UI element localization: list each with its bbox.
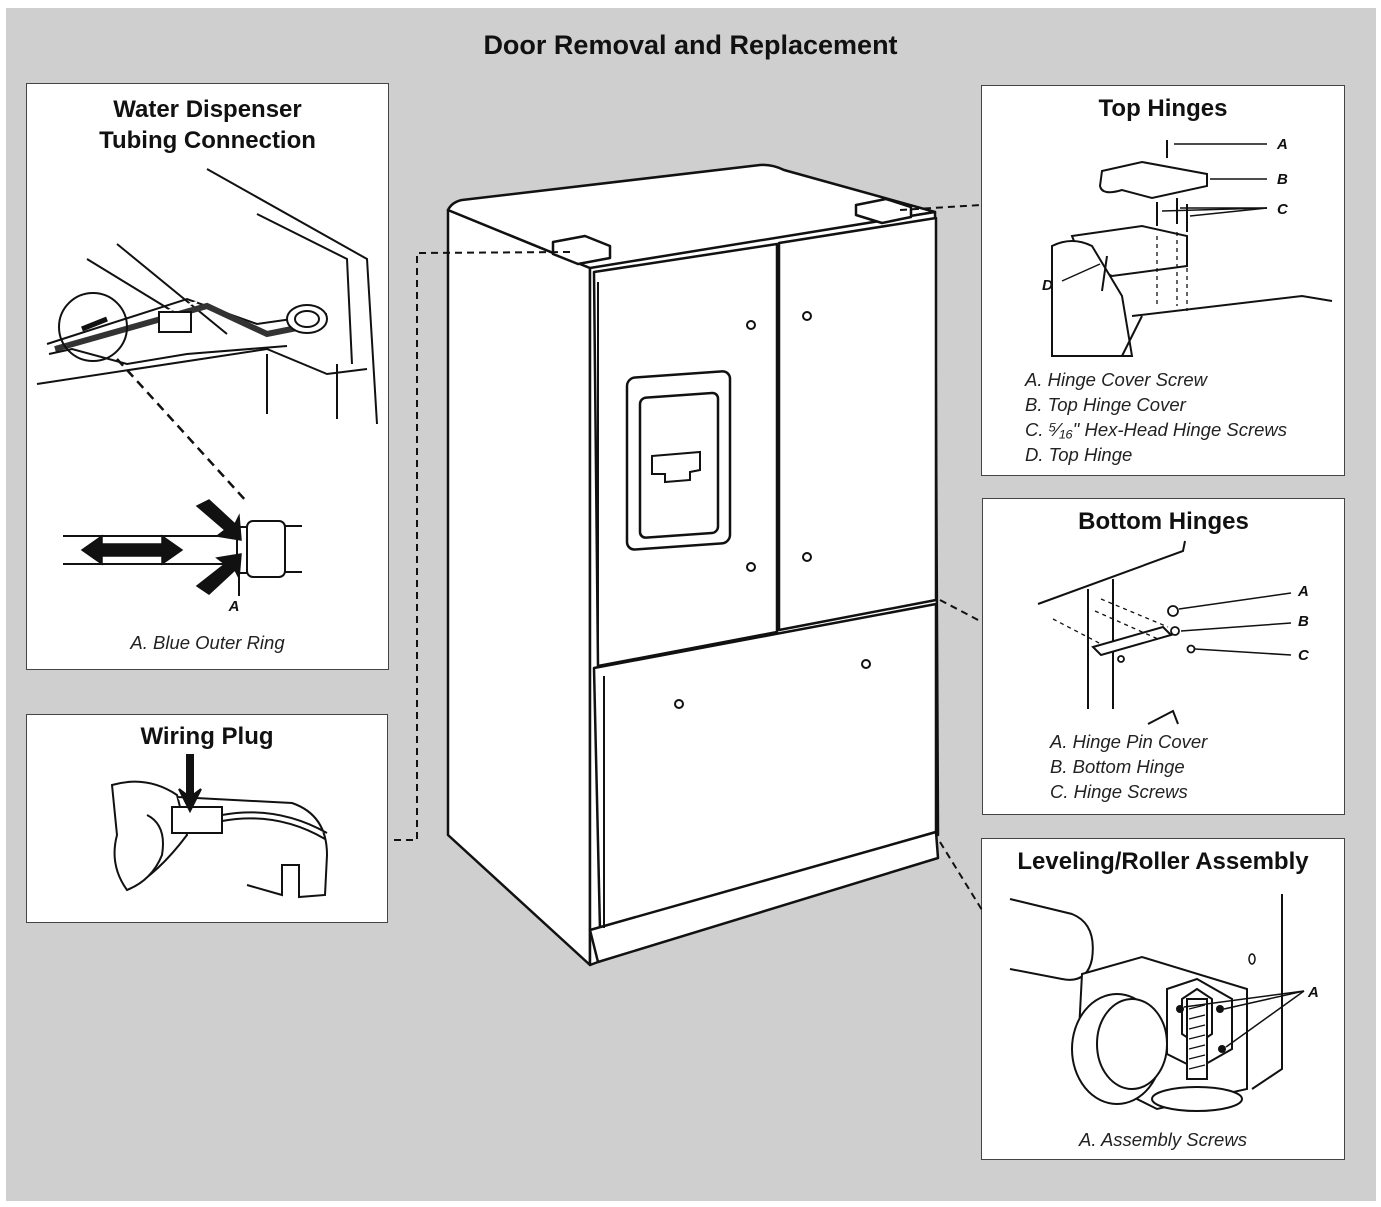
- leveling-title: Leveling/Roller Assembly: [1017, 848, 1309, 875]
- wiring-plug-illustration: [110, 754, 329, 899]
- top-callout-c: C: [1277, 201, 1289, 218]
- water-tubing-title-2: Tubing Connection: [99, 127, 316, 154]
- page-title: Door Removal and Replacement: [483, 30, 898, 60]
- water-tubing-title-1: Water Dispenser: [113, 96, 302, 123]
- right-fridge-door: [777, 216, 938, 632]
- bottom-hinges-panel: Bottom Hinges: [982, 498, 1345, 815]
- legend-hinge-screws: C. Hinge Screws: [1050, 781, 1188, 802]
- top-hinges-title: Top Hinges: [1098, 95, 1228, 122]
- top-callout-b: B: [1277, 171, 1288, 188]
- water-tubing-panel: Water Dispenser Tubing Connection: [26, 83, 389, 670]
- push-arrow-top: [195, 499, 242, 541]
- bottom-callout-a: A: [1297, 583, 1309, 600]
- top-hinges-illustration: A B C D: [1042, 136, 1333, 357]
- legend-bottom-hinge: B. Bottom Hinge: [1050, 756, 1185, 777]
- top-callout-a: A: [1276, 136, 1288, 153]
- leveling-callout-a: A: [1307, 984, 1319, 1001]
- cabinet-side: [446, 208, 592, 967]
- press-arrow-icon: [178, 754, 202, 814]
- top-hinges-legend: A. Hinge Cover Screw B. Top Hinge Cover …: [1025, 367, 1287, 467]
- bottom-hinges-illustration: A B C: [1037, 540, 1310, 725]
- bottom-callout-c: C: [1298, 647, 1310, 664]
- water-tubing-legend: A. Blue Outer Ring: [27, 630, 388, 655]
- bottom-hinges-legend: A. Hinge Pin Cover B. Bottom Hinge C. Hi…: [1050, 729, 1207, 804]
- water-tubing-illustration: A: [36, 168, 378, 615]
- top-hinges-panel: Top Hinges: [981, 85, 1345, 476]
- top-callout-d: D: [1042, 277, 1053, 294]
- toe-kick: [588, 830, 940, 964]
- bottom-hinges-title: Bottom Hinges: [1078, 508, 1249, 535]
- legend-top-hinge: D. Top Hinge: [1025, 444, 1133, 465]
- right-top-hinge: [854, 197, 913, 225]
- wiring-plug-panel: Wiring Plug: [26, 714, 388, 923]
- leveling-panel: Leveling/Roller Assembly: [981, 838, 1345, 1160]
- wiring-plug-title: Wiring Plug: [140, 723, 274, 750]
- leveling-illustration: A: [1009, 894, 1319, 1112]
- leveling-legend: A. Assembly Screws: [982, 1127, 1344, 1152]
- legend-assembly-screws: A. Assembly Screws: [1079, 1129, 1247, 1150]
- legend-top-hinge-cover: B. Top Hinge Cover: [1025, 394, 1186, 415]
- legend-blue-outer-ring: A. Blue Outer Ring: [130, 632, 285, 653]
- water-callout-a: A: [228, 598, 240, 615]
- legend-hex-head-screws: C. ⁵⁄₁₆" Hex-Head Hinge Screws: [1025, 419, 1288, 440]
- push-arrow-bottom: [195, 553, 242, 595]
- bottom-callout-b: B: [1298, 613, 1309, 630]
- legend-hinge-pin-cover: A. Hinge Pin Cover: [1050, 731, 1208, 752]
- legend-hinge-cover-screw: A. Hinge Cover Screw: [1025, 369, 1207, 390]
